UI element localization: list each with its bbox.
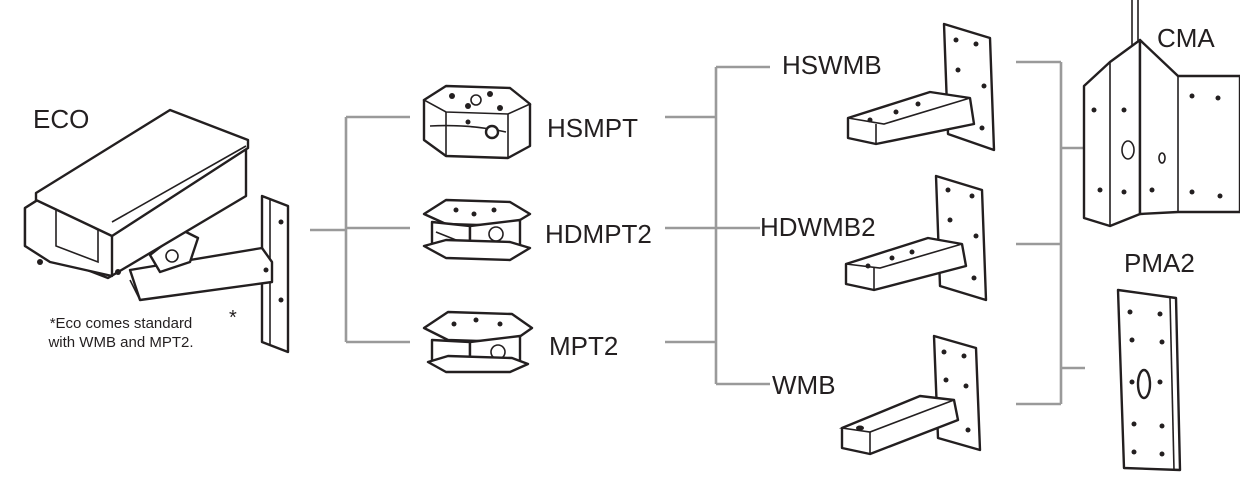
connector-brackets-to-adapters <box>1016 60 1085 406</box>
label-cma: CMA <box>1157 23 1215 53</box>
label-wmb: WMB <box>772 370 836 400</box>
label-hsmpt: HSMPT <box>547 113 638 143</box>
eco-footnote: *Eco comes standard with WMB and MPT2. <box>16 314 226 352</box>
wmb-illustration <box>838 334 982 456</box>
label-mpt2: MPT2 <box>549 331 619 361</box>
hswmb-illustration <box>846 22 996 152</box>
hdwmb2-illustration <box>844 174 988 302</box>
label-pma2: PMA2 <box>1124 248 1195 278</box>
connector-mounts-to-brackets <box>665 65 770 386</box>
label-hswmb: HSWMB <box>782 50 882 80</box>
mpt2-illustration <box>422 310 534 374</box>
connector-eco-to-mounts <box>310 115 410 344</box>
pma2-illustration <box>1116 288 1182 472</box>
label-hdmpt2: HDMPT2 <box>545 219 652 249</box>
label-hdwmb2: HDWMB2 <box>760 212 876 242</box>
hdmpt2-illustration <box>422 198 532 262</box>
hsmpt-illustration <box>422 84 532 160</box>
label-eco: ECO <box>33 104 90 134</box>
eco-footnote-line2: with WMB and MPT2. <box>48 334 194 351</box>
eco-footnote-line1: *Eco comes standard <box>49 315 193 332</box>
cma-illustration <box>1082 0 1240 228</box>
eco-housing-illustration <box>23 108 290 354</box>
footnote-asterisk: * <box>229 307 237 329</box>
